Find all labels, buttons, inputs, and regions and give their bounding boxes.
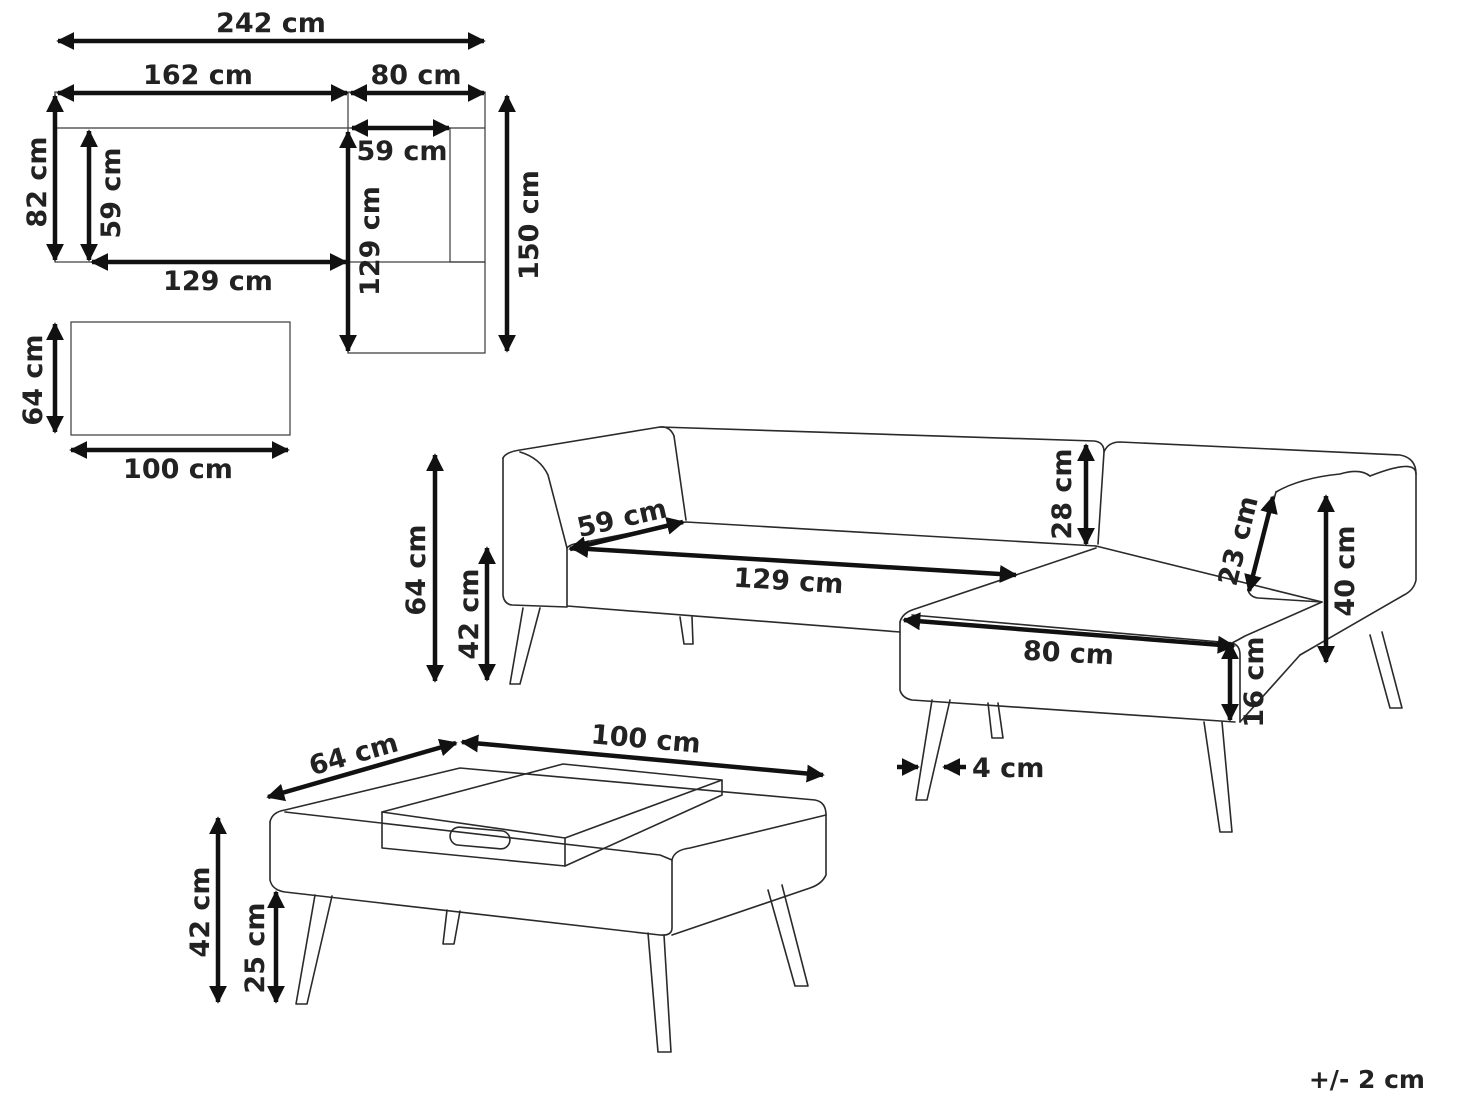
label-table-depth: 64 cm — [18, 334, 49, 425]
sofa-perspective-view: 64 cm 42 cm 59 cm 129 cm 28 cm 23 cm 40 … — [401, 426, 1417, 833]
label-table-width: 100 cm — [123, 454, 233, 485]
table-perspective-view: 64 cm 100 cm 42 cm 25 cm — [185, 719, 827, 1053]
label-chaise-seat-width: 59 cm — [356, 136, 447, 167]
label-chaise-depth: 150 cm — [514, 170, 545, 280]
label-sofa-depth: 82 cm — [22, 136, 53, 227]
label-table-height: 42 cm — [185, 866, 216, 957]
dim-arrow-table-width — [460, 734, 825, 783]
label-sofa-seat-depth: 59 cm — [96, 147, 127, 238]
label-leg-width: 4 cm — [972, 753, 1044, 784]
label-arm-height: 23 cm — [1213, 493, 1265, 589]
dim-arrow-seat-width — [570, 539, 1018, 584]
label-side-height: 40 cm — [1330, 525, 1361, 616]
label-sofa-total-height: 64 cm — [401, 524, 432, 615]
label-total-width: 242 cm — [216, 8, 326, 39]
label-seat-height: 42 cm — [454, 568, 485, 659]
dim-arrow-table-depth — [266, 738, 458, 802]
label-leg-height: 16 cm — [1239, 636, 1270, 727]
dim-arrow-chaise-width — [902, 612, 1236, 654]
label-sofa-seat-width: 129 cm — [163, 266, 273, 297]
label-chaise-seat-depth: 129 cm — [355, 186, 386, 296]
label-chaise-width: 80 cm — [1022, 636, 1115, 672]
plan-view: 242 cm 162 cm 80 cm 59 cm 82 cm 59 cm 12… — [18, 8, 545, 485]
tolerance-note: +/- 2 cm — [1309, 1065, 1425, 1094]
label-sofa-width: 162 cm — [143, 60, 253, 91]
label-back-height: 28 cm — [1047, 448, 1078, 539]
dim-arrow-arm-height — [1244, 495, 1278, 593]
label-table-leg-height: 25 cm — [240, 902, 271, 993]
plan-table-outline — [70, 321, 291, 436]
table-outline — [269, 763, 827, 1053]
label-chaise-width: 80 cm — [370, 60, 461, 91]
label-seat-width: 129 cm — [733, 563, 845, 601]
